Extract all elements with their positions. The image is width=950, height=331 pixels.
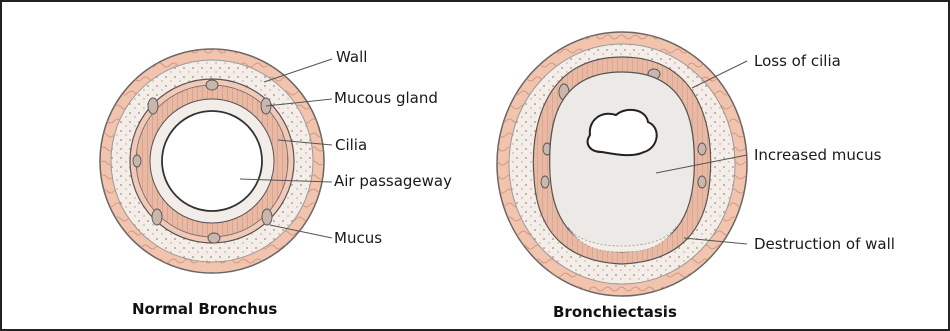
label-increased-mucus: Increased mucus (754, 146, 881, 164)
caption-bronchiectasis: Bronchiectasis (553, 303, 677, 321)
label-wall: Wall (336, 48, 367, 66)
normal-bronchus (100, 49, 324, 273)
normal-air-passageway (162, 111, 262, 211)
label-mucous-gland: Mucous gland (334, 89, 438, 107)
increased-mucus-area (550, 72, 695, 252)
label-destruction-of-wall: Destruction of wall (754, 235, 895, 253)
label-mucus: Mucus (334, 229, 382, 247)
bronchiectasis-bronchus (497, 32, 747, 296)
label-cilia: Cilia (335, 136, 367, 154)
label-loss-of-cilia: Loss of cilia (754, 52, 841, 70)
narrow-air-passageway (588, 110, 657, 155)
caption-normal-bronchus: Normal Bronchus (132, 300, 277, 318)
label-air-passageway: Air passageway (334, 172, 452, 190)
